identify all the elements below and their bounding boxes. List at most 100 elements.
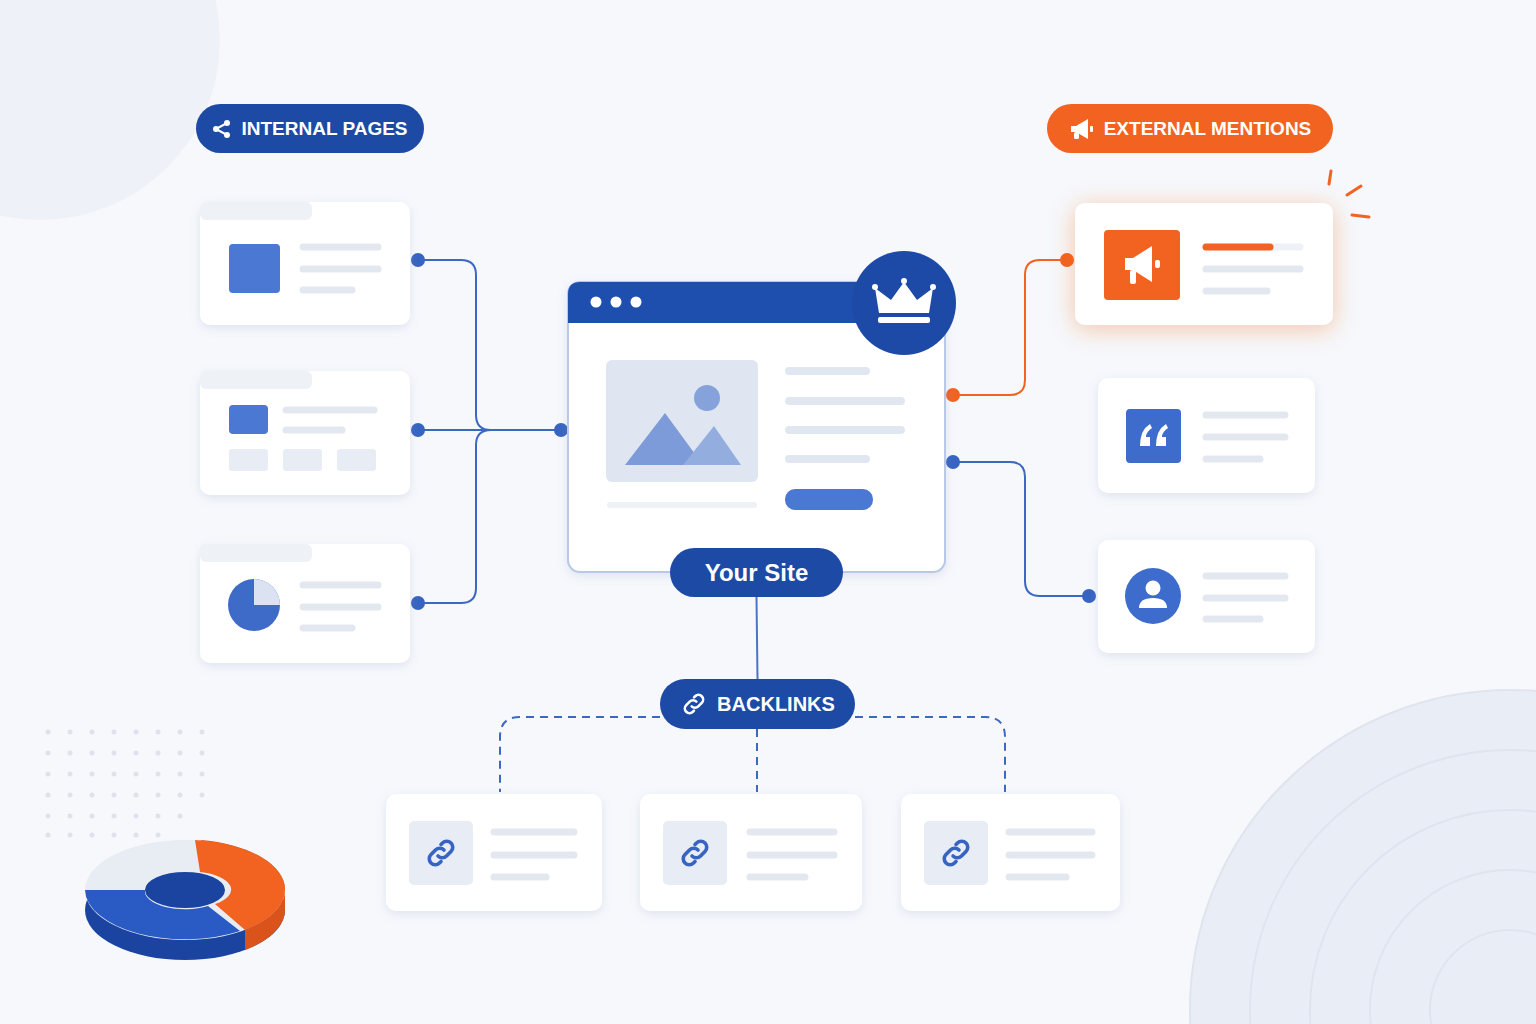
pill-icon — [680, 690, 708, 718]
pill-icon — [1074, 132, 1079, 139]
connector-dots — [946, 455, 960, 469]
backlink-card — [494, 852, 574, 859]
profile-card — [1098, 540, 1315, 653]
backlink-connectors — [855, 717, 1005, 792]
internal-page-card — [303, 582, 378, 589]
dot-grid — [90, 772, 95, 777]
site-window — [683, 426, 741, 465]
dot-grid — [134, 730, 139, 735]
dot-grid — [156, 793, 161, 798]
background-decor — [1190, 690, 1536, 1024]
quote-card — [1206, 412, 1285, 419]
internal-page-card — [303, 625, 352, 632]
dot-grid — [90, 730, 95, 735]
backlink-card — [750, 852, 834, 859]
quote-card — [1206, 415, 1285, 459]
backlink-card — [1009, 829, 1092, 836]
dot-grid — [90, 793, 95, 798]
internal-page-card — [200, 371, 410, 495]
highlight-rays — [1329, 171, 1331, 184]
connector-dots — [411, 423, 425, 437]
internal-page-card — [200, 544, 312, 562]
background-decor — [1370, 870, 1536, 1024]
external-connectors — [953, 260, 1067, 395]
crown-badge — [901, 278, 907, 284]
mention-card — [1075, 203, 1333, 325]
site-window — [611, 297, 622, 308]
external-connectors — [953, 260, 1089, 596]
highlight-rays — [1352, 215, 1369, 217]
internal-connectors — [418, 430, 491, 603]
site-window — [789, 426, 901, 434]
backlink-card — [750, 832, 834, 877]
dot-grid — [46, 833, 51, 838]
mention-card — [1206, 244, 1300, 251]
backlink-card — [683, 841, 706, 864]
internal-page-card — [303, 287, 352, 294]
dot-grid — [46, 793, 51, 798]
pill-icon — [685, 695, 703, 713]
pill-icon — [680, 690, 708, 718]
background-decor — [1430, 930, 1536, 1024]
backlink-card — [494, 832, 574, 877]
internal-page-card — [303, 266, 378, 273]
dot-grid — [112, 793, 117, 798]
dot-grid — [90, 751, 95, 756]
backlink-connectors — [500, 717, 660, 792]
dot-grid — [112, 751, 117, 756]
internal-page-card — [229, 405, 268, 434]
background-decor — [1190, 690, 1536, 1024]
dot-grid — [200, 793, 205, 798]
backlink-card — [663, 821, 727, 885]
profile-card — [1125, 568, 1181, 624]
dot-grid — [200, 751, 205, 756]
backlink-connectors — [756, 729, 758, 792]
pill-label: Your Site — [705, 559, 809, 587]
quote-card — [1206, 434, 1285, 441]
connector-dots — [946, 253, 1096, 603]
pill-icon — [1069, 118, 1095, 140]
dot-grid — [178, 793, 183, 798]
crown-badge — [852, 251, 956, 355]
internal-page-card — [303, 247, 378, 290]
crown-badge — [872, 284, 878, 290]
dot-grid — [178, 730, 183, 735]
backlink-card — [1009, 852, 1092, 859]
internal-connectors — [418, 260, 561, 603]
connector-dots — [411, 253, 568, 610]
mention-card — [1104, 230, 1180, 300]
connector-dots — [1060, 253, 1074, 267]
dot-grid — [46, 730, 51, 735]
internal-page-card — [229, 244, 280, 293]
mention-card — [1206, 266, 1300, 273]
dot-grid — [46, 814, 51, 819]
dot-grid — [90, 833, 95, 838]
internal-page-card — [200, 371, 410, 495]
dot-grid — [134, 793, 139, 798]
profile-card — [1206, 595, 1285, 602]
internal-page-card — [229, 449, 268, 471]
dot-grid — [156, 833, 161, 838]
backlink-card — [901, 794, 1120, 911]
backlink-card — [1009, 832, 1092, 877]
internal-page-card — [254, 579, 280, 605]
profile-card — [1098, 540, 1315, 653]
backlink-card — [494, 874, 546, 881]
pill-icon — [1071, 119, 1088, 139]
profile-card — [1206, 576, 1285, 619]
internal-page-card — [200, 202, 410, 325]
dot-grid — [112, 814, 117, 819]
backlink-card — [640, 794, 862, 911]
backlink-card — [386, 794, 602, 911]
backlink-card — [750, 874, 805, 881]
mention-card — [1125, 246, 1152, 282]
backlink-card — [901, 794, 1120, 911]
internal-page-card — [337, 449, 376, 471]
dot-grid — [200, 730, 205, 735]
donut-chart-3d — [85, 890, 240, 939]
dot-grid — [178, 751, 183, 756]
internal-page-card — [286, 427, 342, 434]
quote-card — [1098, 378, 1315, 493]
